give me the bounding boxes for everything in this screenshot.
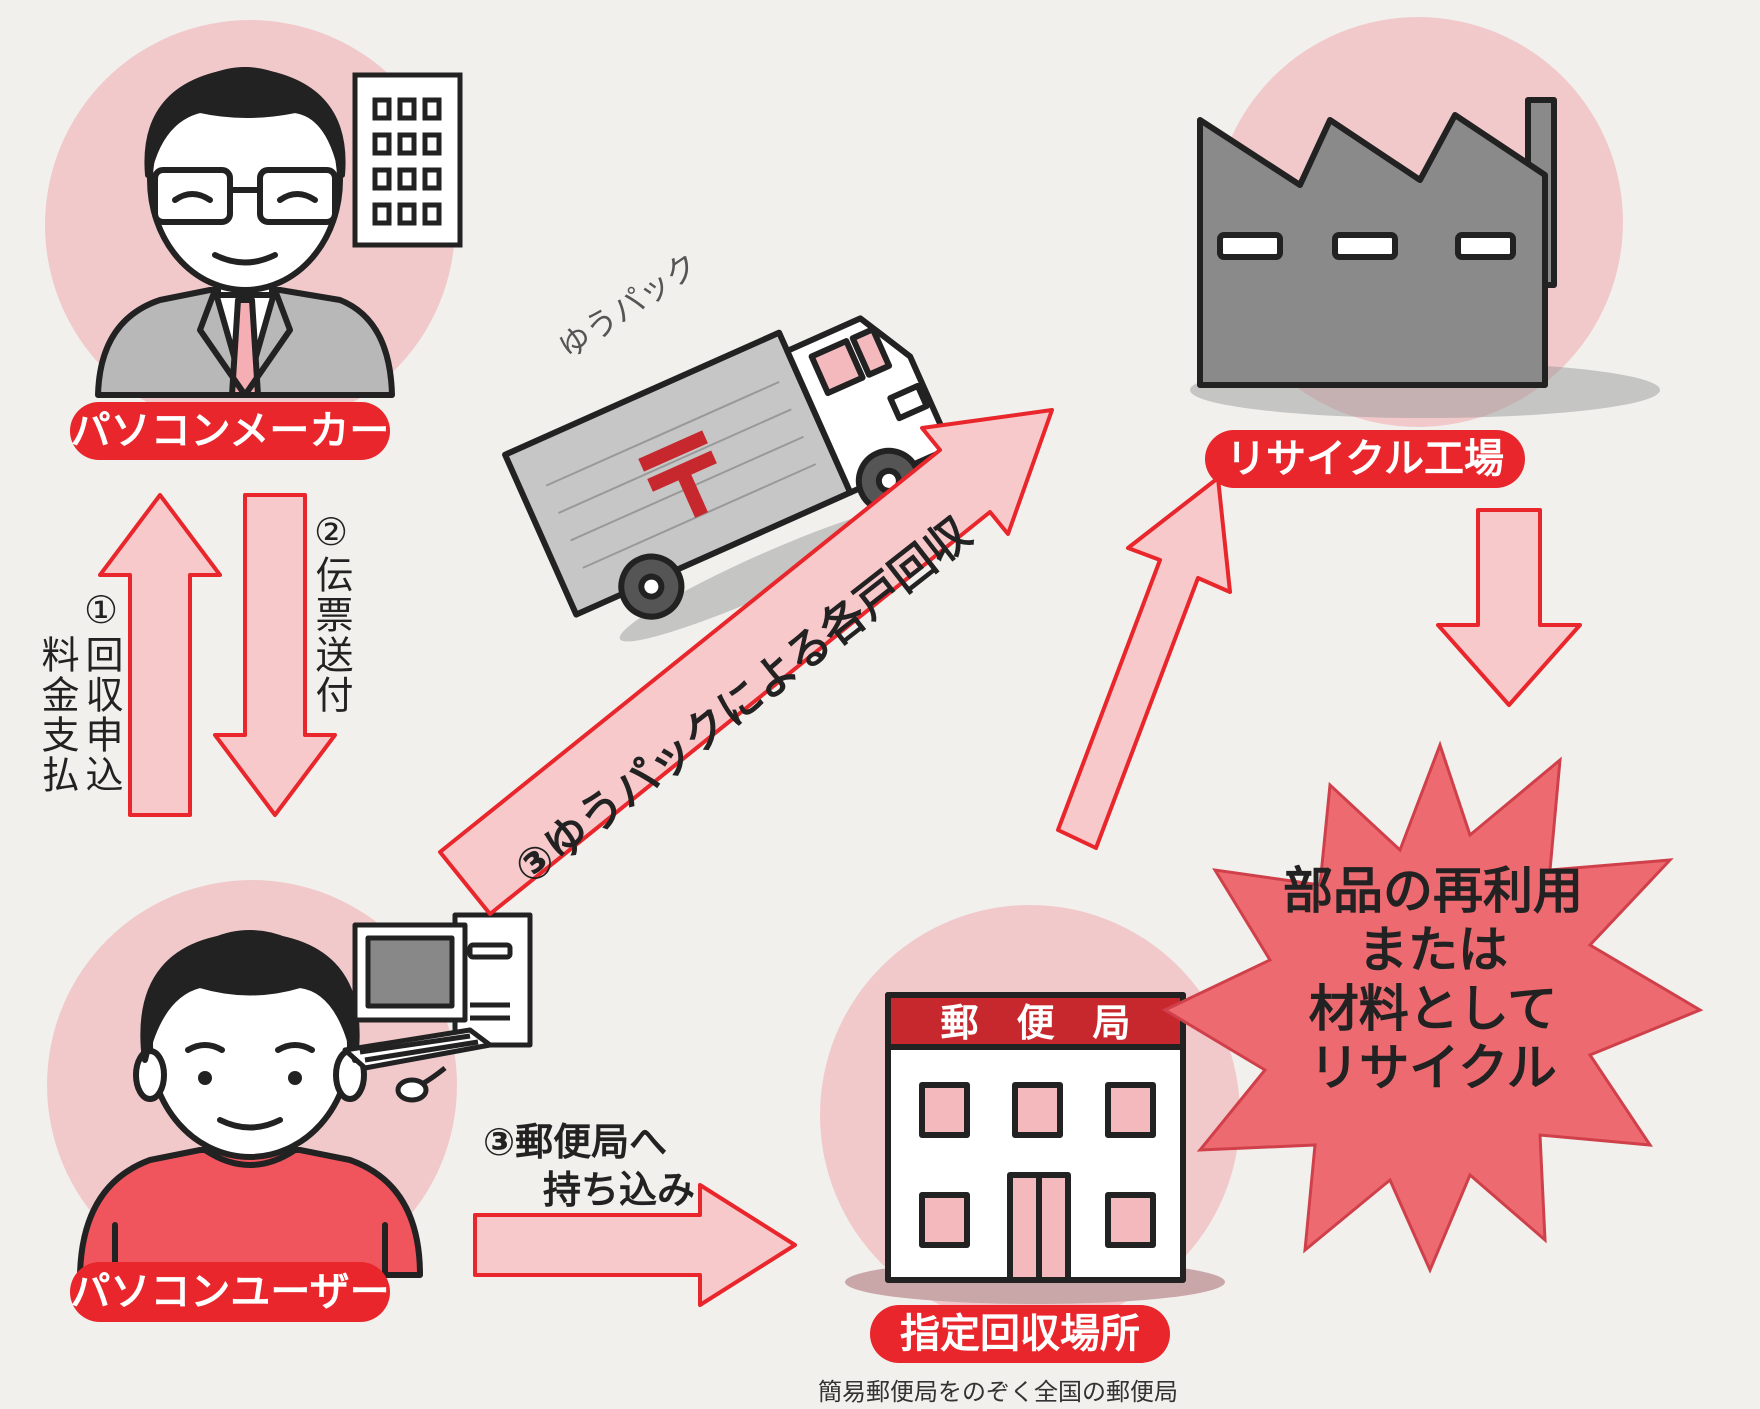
post-office-sign-text: 郵 便 局 (940, 1000, 1131, 1045)
step3-office-line2: 持ち込み (543, 1168, 696, 1212)
arrow-post-office-to-factory (1056, 476, 1232, 850)
step1-line1: 回収申込 (79, 635, 123, 795)
step2-number: ② (309, 510, 353, 556)
user-person-icon (77, 930, 423, 1278)
step3-office-line1: ③郵便局へ (483, 1120, 668, 1164)
post-office-building-icon (845, 992, 1225, 1304)
computer-icon (342, 912, 533, 1103)
maker-label: パソコンメーカー (70, 402, 390, 460)
arrow-factory-to-burst (1436, 508, 1582, 707)
factory-icon (1190, 97, 1660, 418)
step1-line2: 料金支払 (35, 635, 79, 795)
arrow-down-step2 (213, 493, 337, 817)
arrow-diagonal-yu-pack (438, 408, 1054, 916)
step2-text: 伝票送付 (309, 555, 353, 715)
office-building-icon (352, 72, 463, 248)
yu-pack-truck-icon (502, 315, 954, 642)
burst-line-1: 部品の再利用 (1283, 862, 1583, 920)
factory-label: リサイクル工場 (1205, 430, 1525, 488)
arrow-up-step1 (98, 493, 222, 817)
recycle-burst-text: 部品の再利用 または 材料として リサイクル (1268, 862, 1598, 1098)
step1-number: ① (79, 588, 123, 634)
recycle-burst-shape (1161, 740, 1704, 1274)
burst-line-4: リサイクル (1309, 1039, 1557, 1097)
businessman-icon (95, 67, 395, 398)
user-label: パソコンユーザー (70, 1262, 390, 1322)
post-office-label: 指定回収場所 (870, 1305, 1170, 1363)
arrow-user-to-post-office (473, 1183, 797, 1307)
post-office-note: 簡易郵便局をのぞく全国の郵便局 (818, 1378, 1178, 1406)
burst-line-2: または (1358, 921, 1508, 979)
burst-line-3: 材料として (1308, 980, 1558, 1038)
